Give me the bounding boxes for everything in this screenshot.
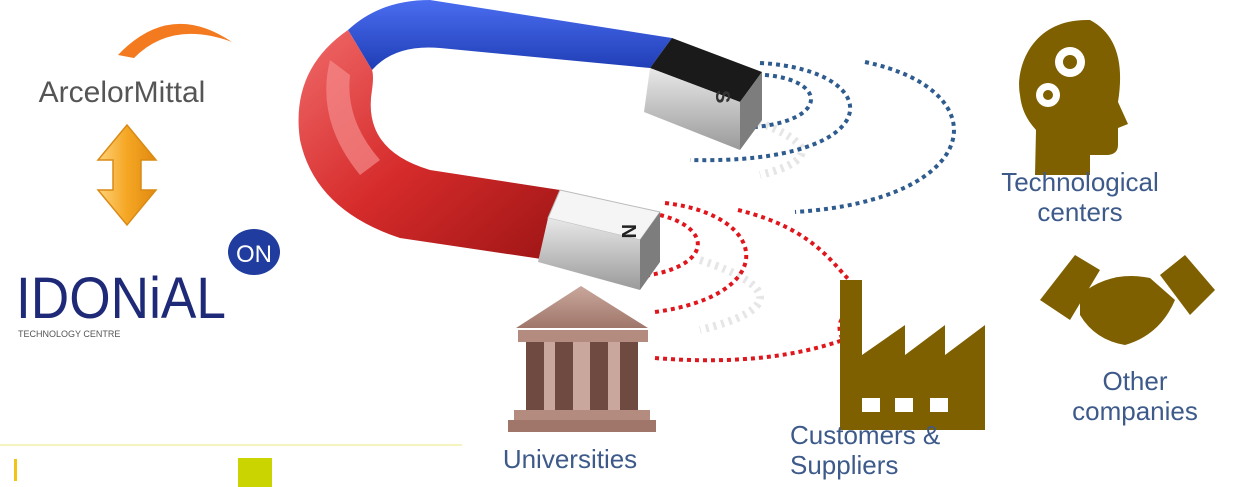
field-line-red-middle bbox=[654, 201, 749, 314]
arcelormittal-wordmark: ArcelorMittal bbox=[39, 76, 206, 109]
handshake-icon bbox=[1040, 255, 1215, 345]
head-gears-icon bbox=[1019, 19, 1128, 175]
south-field-lines bbox=[689, 60, 956, 214]
field-line-blue-middle bbox=[689, 61, 852, 163]
magnet-blue-arm bbox=[348, 0, 672, 70]
arcelormittal-swoosh-icon bbox=[118, 23, 232, 59]
field-line-blue-outer bbox=[794, 60, 956, 214]
double-arrow-icon bbox=[96, 123, 158, 227]
label-universities: Universities bbox=[502, 444, 638, 474]
field-shadow bbox=[698, 106, 806, 334]
label-customers-line1: Customers & bbox=[790, 420, 941, 450]
field-line-red-outer-left bbox=[737, 208, 857, 287]
idonial-emblem-icon bbox=[228, 229, 280, 275]
idonial-logo: ON IDONiAL TECHNOLOGY CENTRE bbox=[16, 229, 280, 339]
footer-decoration bbox=[0, 444, 462, 487]
label-other-companies: Other companies bbox=[1040, 366, 1230, 426]
arcelormittal-logo: ArcelorMittal bbox=[39, 23, 232, 109]
north-pole-label: N bbox=[617, 224, 639, 238]
label-customers-line2: Suppliers bbox=[790, 450, 899, 480]
field-line-red-bottom bbox=[654, 313, 847, 363]
south-pole: S bbox=[644, 38, 762, 150]
north-pole: N bbox=[538, 189, 661, 290]
label-customers-suppliers: Customers & Suppliers bbox=[790, 420, 990, 480]
field-line-blue-inner bbox=[739, 73, 813, 130]
label-technological-centers: Technological centers bbox=[975, 167, 1185, 227]
label-technological-line1: Technological bbox=[1001, 167, 1159, 197]
factory-icon bbox=[840, 280, 985, 430]
south-pole-label: S bbox=[711, 90, 733, 103]
label-technological-line2: centers bbox=[1037, 197, 1123, 227]
idonial-emblem-mark: ON bbox=[236, 241, 272, 268]
university-building-icon bbox=[508, 286, 656, 432]
idonial-subtitle: TECHNOLOGY CENTRE bbox=[18, 329, 120, 339]
magnet-red-body bbox=[298, 30, 560, 260]
idonial-wordmark: IDONiAL bbox=[16, 266, 226, 331]
label-other-line1: Other bbox=[1102, 366, 1168, 396]
horseshoe-magnet: S N bbox=[298, 0, 762, 290]
label-other-line2: companies bbox=[1072, 396, 1198, 426]
